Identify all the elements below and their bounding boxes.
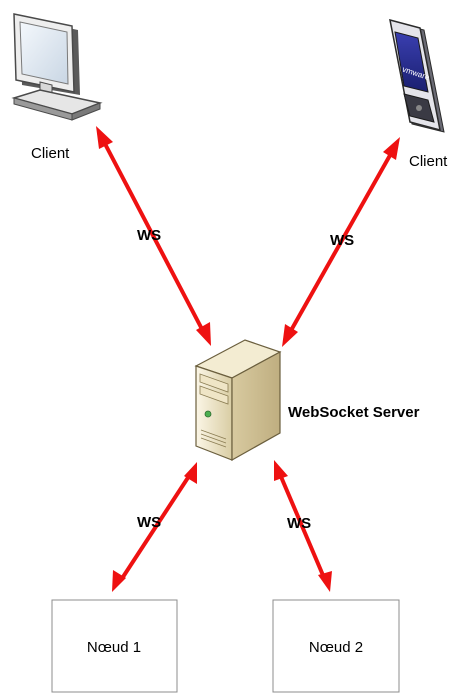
- node1-label: Nœud 1: [87, 639, 141, 656]
- server-tower-icon: [194, 339, 282, 462]
- arrows: [96, 126, 400, 592]
- node2-box: Nœud 2: [272, 599, 400, 693]
- server-label: WebSocket Server: [288, 404, 420, 421]
- node2-label: Nœud 2: [309, 639, 363, 656]
- desktop-monitor-icon: [11, 13, 103, 121]
- arrow-mobile-server: [282, 137, 400, 347]
- node1-box: Nœud 1: [51, 599, 178, 693]
- client-mobile-label: Client: [409, 153, 448, 170]
- edge-label-desktop-server: WS: [137, 227, 161, 244]
- edge-label-server-node1: WS: [137, 514, 161, 531]
- arrow-desktop-server: [96, 126, 211, 346]
- edge-label-mobile-server: WS: [330, 232, 354, 249]
- client-desktop-label: Client: [31, 145, 70, 162]
- mobile-device-icon: vmware: [389, 18, 445, 133]
- edge-label-server-node2: WS: [287, 515, 311, 532]
- arrow-server-node1: [112, 462, 197, 592]
- arrow-server-node2: [274, 460, 332, 592]
